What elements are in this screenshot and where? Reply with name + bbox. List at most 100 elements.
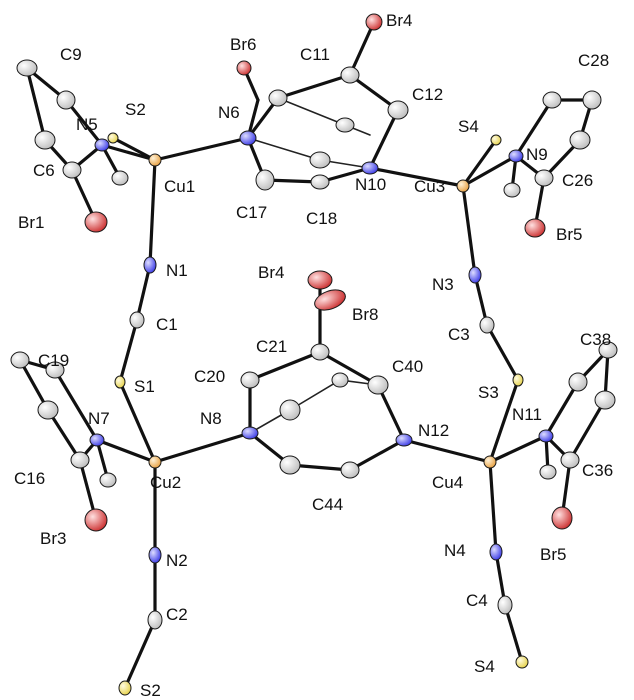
n-atom (468, 266, 482, 284)
label-br5-top: Br5 (556, 225, 582, 244)
label-s1: S1 (134, 377, 155, 396)
c-atom (340, 461, 360, 479)
cu2-atom (148, 455, 162, 469)
label-br1: Br1 (18, 213, 44, 232)
label-n10: N10 (355, 175, 386, 194)
c-atom (268, 89, 288, 107)
c-atom (497, 595, 513, 615)
label-n5: N5 (76, 115, 98, 134)
c-atom (62, 161, 82, 179)
c-atom (340, 66, 360, 84)
label-c9: C9 (60, 45, 82, 64)
c-atom (129, 311, 145, 329)
c-atom (560, 451, 580, 469)
n-atom (361, 161, 379, 175)
br-atom (84, 508, 108, 532)
c-atom (331, 372, 349, 388)
label-c44: C44 (312, 495, 343, 514)
s-atom (118, 680, 132, 696)
label-cu2: Cu2 (150, 473, 181, 492)
c-atom (147, 610, 163, 630)
s-atom (107, 132, 119, 144)
c-atom (310, 174, 330, 190)
c-atom (569, 130, 591, 150)
br-atom (551, 506, 573, 530)
c-atom (34, 130, 56, 150)
label-br3: Br3 (40, 529, 66, 548)
label-c1: C1 (156, 315, 178, 334)
c-atom (387, 100, 409, 120)
label-n8: N8 (200, 409, 222, 428)
label-c36: C36 (582, 461, 613, 480)
label-c18: C18 (306, 209, 337, 228)
c-atom (582, 90, 602, 110)
label-br4-top: Br4 (386, 11, 412, 30)
label-n1: N1 (166, 261, 188, 280)
label-n6: N6 (218, 103, 240, 122)
label-s2-bot: S2 (140, 681, 161, 700)
label-c2: C2 (166, 605, 188, 624)
atom-labels: C9 Br6 C11 Br4 C28 S2 N5 N6 C12 S4 N9 C6… (14, 11, 613, 700)
n-atom (241, 426, 259, 440)
label-n12: N12 (418, 421, 449, 440)
label-c26: C26 (562, 171, 593, 190)
label-n7: N7 (88, 409, 110, 428)
c-atom (568, 372, 588, 392)
c-atom (598, 341, 618, 359)
s-atom (490, 134, 502, 146)
s-atom (515, 655, 529, 669)
c-atom (279, 455, 301, 475)
label-cu4: Cu4 (432, 473, 463, 492)
br-atom (84, 211, 108, 233)
br-atom (307, 270, 333, 290)
label-br6: Br6 (230, 35, 256, 54)
c-atom (16, 59, 38, 77)
c-atom (335, 117, 355, 133)
c-atom (542, 91, 562, 109)
s-atom (512, 373, 524, 387)
label-cu3: Cu3 (414, 177, 445, 196)
c-atom (56, 90, 76, 110)
label-s2-top: S2 (125, 100, 146, 119)
cu1-atom (148, 153, 162, 167)
c-atom (37, 400, 59, 420)
s-atom (114, 375, 126, 389)
c-atom (111, 170, 129, 186)
c-atom (279, 399, 301, 421)
n-atom (94, 138, 110, 152)
n-atom (89, 433, 105, 447)
label-n2: N2 (166, 551, 188, 570)
label-c21: C21 (256, 337, 287, 356)
label-c4: C4 (466, 591, 488, 610)
label-c6: C6 (33, 161, 55, 180)
cu3-atom (456, 179, 470, 193)
label-br4-mid: Br4 (258, 263, 284, 282)
c-atom (534, 169, 554, 187)
c-atom (309, 151, 331, 169)
label-br5-bot: Br5 (540, 545, 566, 564)
n-atom (239, 130, 257, 146)
br-atom (365, 13, 383, 31)
n-atom (395, 433, 413, 447)
c-atom (539, 464, 557, 480)
label-s4-top: S4 (458, 117, 479, 136)
c-atom (479, 316, 495, 334)
label-br8: Br8 (352, 305, 378, 324)
n-atom (489, 543, 503, 561)
label-c12: C12 (412, 85, 443, 104)
br-atom (524, 218, 546, 238)
n-atom (508, 149, 524, 163)
c-atom (70, 451, 90, 469)
label-s4-bot: S4 (474, 657, 495, 676)
label-c28: C28 (578, 51, 609, 70)
label-c3: C3 (448, 325, 470, 344)
atoms (10, 13, 618, 696)
label-c16: C16 (14, 469, 45, 488)
label-c20: C20 (194, 367, 225, 386)
label-cu1: Cu1 (164, 177, 195, 196)
label-c38: C38 (580, 330, 611, 349)
label-n4: N4 (444, 541, 466, 560)
label-n9: N9 (526, 145, 548, 164)
label-c17: C17 (236, 203, 267, 222)
